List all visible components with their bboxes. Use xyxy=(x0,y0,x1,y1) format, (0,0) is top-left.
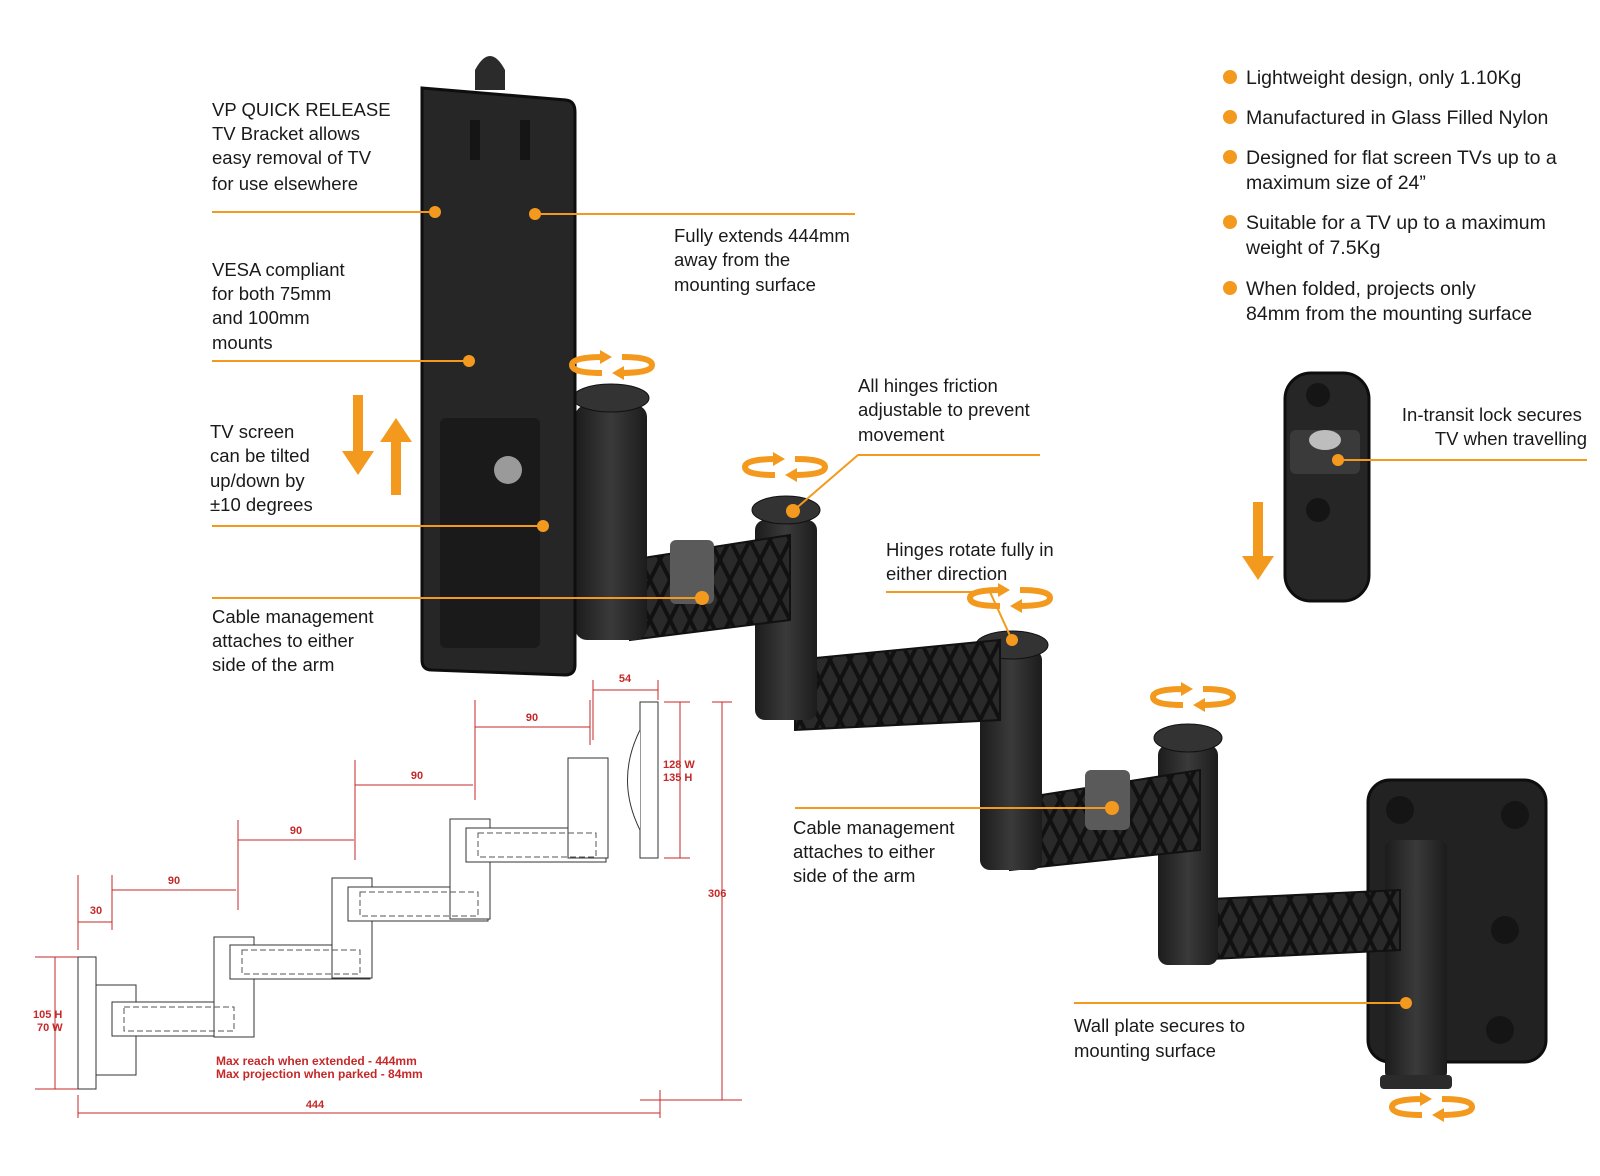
rotate-arrows-icon xyxy=(1388,1092,1476,1122)
dimension-label: 306 xyxy=(708,888,726,900)
feature-item: Designed for flat screen TVs up to a max… xyxy=(1246,147,1562,194)
technical-drawing: 54 90 90 90 90 30 128 W 135 H 306 105 H … xyxy=(33,673,742,1118)
feature-item: Lightweight design, only 1.10Kg xyxy=(1246,67,1521,89)
tilt-up-arrow-icon xyxy=(380,418,412,495)
extends-callout: Fully extends 444mm away from the mounti… xyxy=(674,225,855,295)
callout-leaders xyxy=(212,206,1587,1009)
dimension-label: 105 H xyxy=(33,1009,62,1021)
vesa-plate xyxy=(420,56,577,677)
bullet-icon xyxy=(1223,110,1237,124)
drawing-tv-plate xyxy=(639,701,659,859)
bullet-icon xyxy=(1223,70,1237,84)
rotate-callout: Hinges rotate fully in either direction xyxy=(886,539,1059,584)
transit-lock xyxy=(1283,371,1371,603)
cable-management-right-callout: Cable management attaches to either side… xyxy=(793,817,960,886)
rotate-arrows-icon xyxy=(966,583,1054,613)
dimension-lines xyxy=(35,680,742,1118)
bullet-icon xyxy=(1223,150,1237,164)
dimension-label: 128 W xyxy=(663,759,695,771)
drawing-notes: Max reach when extended - 444mm Max proj… xyxy=(216,1054,423,1081)
dimension-label: 90 xyxy=(526,712,538,724)
dimension-label: 30 xyxy=(90,905,102,917)
rotate-arrows-icon xyxy=(741,452,829,482)
feature-item: When folded, projects only 84mm from the… xyxy=(1246,278,1532,325)
cable-clip-left xyxy=(670,540,714,604)
rotate-arrows-icon xyxy=(1149,682,1237,712)
dimension-label: 70 W xyxy=(37,1022,63,1034)
feature-item: Manufactured in Glass Filled Nylon xyxy=(1246,107,1548,129)
dimension-label: 90 xyxy=(290,825,302,837)
friction-callout: All hinges friction adjustable to preven… xyxy=(858,375,1035,445)
cable-clip-right xyxy=(1085,770,1130,830)
bullet-icon xyxy=(1223,215,1237,229)
dimension-label: 135 H xyxy=(663,772,692,784)
dimension-label: 444 xyxy=(306,1099,325,1111)
feature-item: Suitable for a TV up to a maximum weight… xyxy=(1245,212,1551,259)
quick-release-callout: VP QUICK RELEASE TV Bracket allows easy … xyxy=(212,99,396,194)
cable-management-left-callout: Cable management attaches to either side… xyxy=(212,606,379,675)
bullet-icon xyxy=(1223,281,1237,295)
drawing-wall-plate xyxy=(77,956,97,1090)
down-arrow-icon xyxy=(1242,502,1274,580)
tilt-hinge xyxy=(575,405,647,640)
tilt-callout: TV screen can be tilted up/down by ±10 d… xyxy=(210,421,315,515)
arm-segment-1 xyxy=(794,638,1001,732)
arm-segment-3 xyxy=(1189,888,1401,962)
tilt-down-arrow-icon xyxy=(342,395,374,475)
transit-lock-callout: In-transit lock secures TV when travelli… xyxy=(1402,404,1587,449)
rotate-arrows-icon xyxy=(568,350,656,380)
dimension-label: 54 xyxy=(619,673,632,685)
tv-bracket-illustration xyxy=(420,56,1548,1089)
drawing-arm-segments xyxy=(95,757,609,1076)
wall-plate-callout: Wall plate secures to mounting surface xyxy=(1074,1015,1250,1061)
feature-list: Lightweight design, only 1.10Kg Manufact… xyxy=(1223,67,1562,325)
dimension-label: 90 xyxy=(411,770,423,782)
dimension-label: 90 xyxy=(168,875,180,887)
vesa-callout: VESA compliant for both 75mm and 100mm m… xyxy=(212,259,350,353)
